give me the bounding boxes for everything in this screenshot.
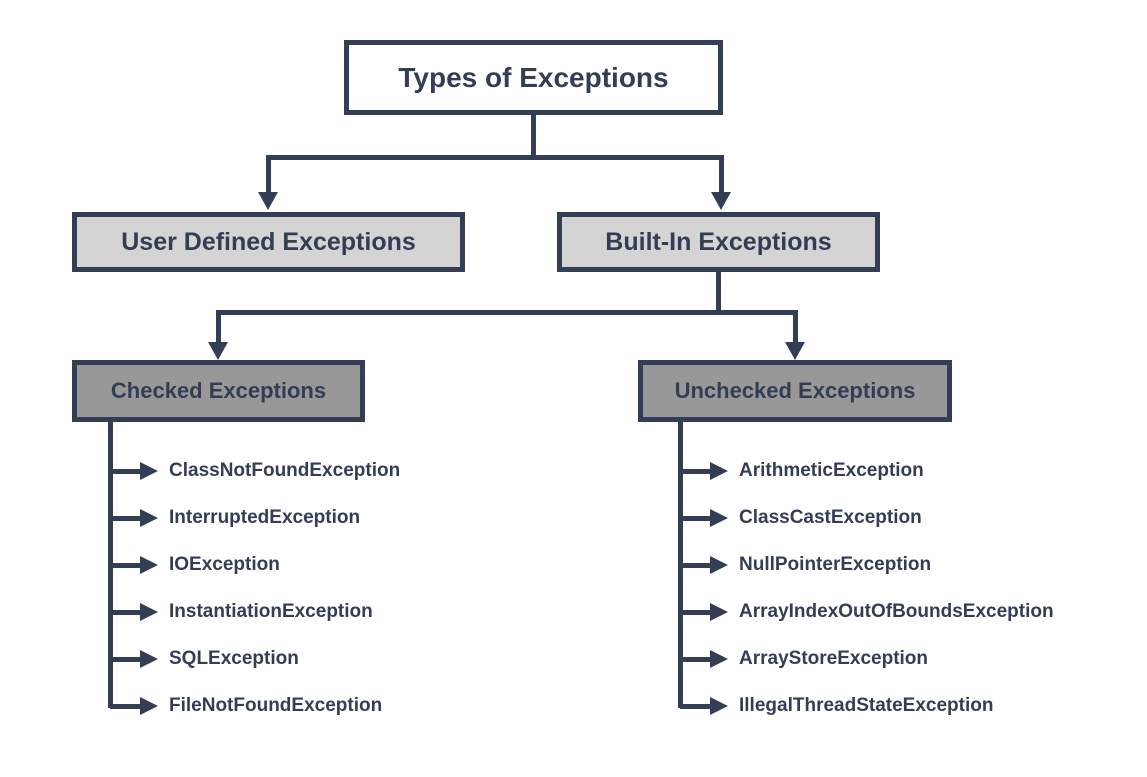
connector-line (110, 515, 140, 521)
connector-line (680, 562, 710, 568)
arrow-right-icon (710, 603, 728, 621)
arrow-right-icon (140, 509, 158, 527)
connector-line (680, 515, 710, 521)
connector-line (680, 703, 710, 709)
arrow-right-icon (140, 556, 158, 574)
node-label: Checked Exceptions (110, 378, 327, 403)
list-item: InterruptedException (110, 504, 360, 532)
list-item: NullPointerException (680, 551, 931, 579)
connector-line (110, 703, 140, 709)
connector-line (680, 609, 710, 615)
arrow-right-icon (710, 462, 728, 480)
list-item: ArrayStoreException (680, 645, 928, 673)
list-item: ArithmeticException (680, 457, 924, 485)
list-item: ClassCastException (680, 504, 922, 532)
connector-line (716, 272, 721, 315)
connector-line (216, 310, 798, 315)
node-label: Unchecked Exceptions (674, 378, 916, 403)
arrow-right-icon (710, 697, 728, 715)
arrow-down-icon (208, 342, 228, 360)
list-item: ClassNotFoundException (110, 457, 400, 485)
arrow-right-icon (140, 462, 158, 480)
arrow-down-icon (258, 192, 278, 210)
connector-line (110, 562, 140, 568)
list-item: InstantiationException (110, 598, 373, 626)
node-label: Built-In Exceptions (605, 227, 832, 256)
arrow-down-icon (711, 192, 731, 210)
exception-name: IOException (169, 554, 280, 575)
exception-name: SQLException (169, 648, 299, 669)
list-item: IOException (110, 551, 280, 579)
node-label: User Defined Exceptions (121, 227, 416, 256)
arrow-right-icon (710, 509, 728, 527)
exception-name: FileNotFoundException (169, 695, 383, 716)
node-built-in-exceptions: Built-In Exceptions (557, 212, 880, 272)
list-item: SQLException (110, 645, 299, 673)
exception-name: ClassCastException (739, 507, 922, 528)
connector-line (680, 468, 710, 474)
node-checked-exceptions: Checked Exceptions (72, 360, 365, 422)
connector-line (531, 115, 536, 160)
connector-line (216, 310, 221, 345)
exception-name: InterruptedException (169, 507, 361, 528)
exception-name: IllegalThreadStateException (739, 695, 994, 716)
connector-line (110, 609, 140, 615)
arrow-down-icon (785, 342, 805, 360)
node-label: Types of Exceptions (398, 61, 669, 93)
arrow-right-icon (710, 556, 728, 574)
node-user-defined-exceptions: User Defined Exceptions (72, 212, 465, 272)
connector-line (266, 155, 724, 160)
node-unchecked-exceptions: Unchecked Exceptions (638, 360, 952, 422)
arrow-right-icon (140, 603, 158, 621)
arrow-right-icon (140, 697, 158, 715)
exception-name: ArrayIndexOutOfBoundsException (739, 601, 1054, 622)
connector-line (719, 155, 724, 195)
exception-name: ArrayStoreException (739, 648, 929, 669)
node-types-of-exceptions: Types of Exceptions (344, 40, 723, 115)
arrow-right-icon (710, 650, 728, 668)
connector-line (266, 155, 271, 195)
arrow-right-icon (140, 650, 158, 668)
exception-name: InstantiationException (169, 601, 373, 622)
connector-line (110, 468, 140, 474)
list-item: ArrayIndexOutOfBoundsException (680, 598, 1054, 626)
exception-name: ArithmeticException (739, 460, 924, 481)
exception-name: ClassNotFoundException (169, 460, 401, 481)
list-item: IllegalThreadStateException (680, 692, 993, 720)
connector-line (110, 656, 140, 662)
connector-line (680, 656, 710, 662)
connector-line (793, 310, 798, 345)
list-item: FileNotFoundException (110, 692, 382, 720)
exception-name: NullPointerException (739, 554, 932, 575)
